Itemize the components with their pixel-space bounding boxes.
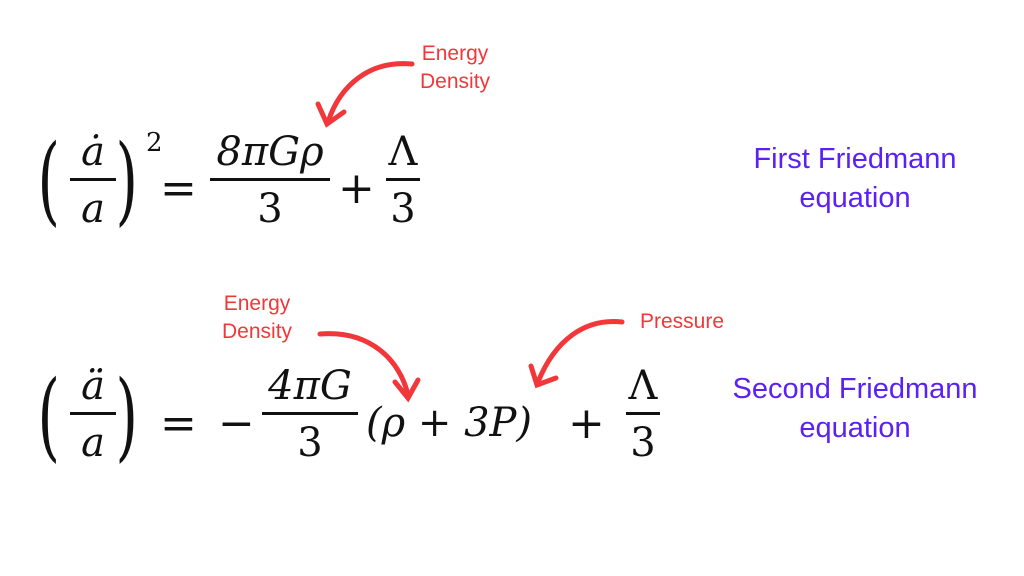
right-paren: ) xyxy=(115,360,138,472)
equals-sign: = xyxy=(160,163,197,214)
arrow-pressure-head xyxy=(528,363,559,389)
term1-numerator: 4πG xyxy=(268,363,352,409)
arrow-energy-density-1-head xyxy=(315,101,347,128)
equals-sign: = xyxy=(160,398,197,449)
annotation-line: Energy xyxy=(223,292,291,315)
lhs-numerator: ȧ xyxy=(81,129,105,175)
term1-fraction: 8πGρ 3 xyxy=(210,132,330,229)
term2-denominator: 3 xyxy=(630,420,656,466)
term1-denominator: 3 xyxy=(257,186,283,232)
pressure-annotation: Pressure xyxy=(640,310,725,333)
fraction-bar xyxy=(262,412,358,415)
exponent: 2 xyxy=(146,128,163,158)
annotation-line: Energy xyxy=(421,42,489,65)
plus-sign: + xyxy=(568,398,605,449)
energy-density-annotation-1: Energy Density xyxy=(420,40,490,97)
minus-sign: − xyxy=(218,398,255,449)
annotation-line: Density xyxy=(222,320,293,344)
term2-denominator: 3 xyxy=(390,186,416,232)
plus-sign: + xyxy=(338,163,375,214)
term1-numerator: 8πGρ xyxy=(216,129,324,175)
lhs-denominator: a xyxy=(81,420,105,466)
right-paren: ) xyxy=(115,124,138,236)
caption-line: First Friedmann xyxy=(753,143,957,175)
term1-fraction: 4πG 3 xyxy=(262,366,358,463)
lhs-fraction: ȧ a xyxy=(70,132,116,229)
lhs-denominator: a xyxy=(81,186,105,232)
term2-numerator: Λ xyxy=(628,363,658,409)
arrow-energy-density-1 xyxy=(325,61,415,125)
energy-density-annotation-2: Energy Density xyxy=(222,290,292,347)
fraction-bar xyxy=(70,412,116,415)
paren-expression: (ρ + 3P) xyxy=(366,400,533,446)
fraction-bar xyxy=(626,412,660,415)
fraction-bar xyxy=(210,178,330,181)
second-friedmann-caption: Second Friedmann equation xyxy=(700,370,1010,448)
fraction-bar xyxy=(386,178,420,181)
arrow-energy-density-2-head xyxy=(392,377,421,403)
lhs-fraction: ä a xyxy=(70,366,116,463)
fraction-bar xyxy=(70,178,116,181)
term2-numerator: Λ xyxy=(388,129,418,175)
caption-line: Second Friedmann xyxy=(732,373,978,405)
arrow-energy-density-2 xyxy=(317,331,411,398)
caption-line: equation xyxy=(799,412,911,445)
first-friedmann-caption: First Friedmann equation xyxy=(725,140,985,218)
term1-denominator: 3 xyxy=(297,420,323,466)
arrow-pressure xyxy=(535,319,625,385)
term2-fraction: Λ 3 xyxy=(386,132,420,229)
annotation-line: Density xyxy=(420,70,491,94)
lhs-numerator: ä xyxy=(81,363,105,409)
left-paren: ( xyxy=(37,360,60,472)
term2-fraction: Λ 3 xyxy=(626,366,660,463)
caption-line: equation xyxy=(799,182,911,215)
left-paren: ( xyxy=(37,124,60,236)
